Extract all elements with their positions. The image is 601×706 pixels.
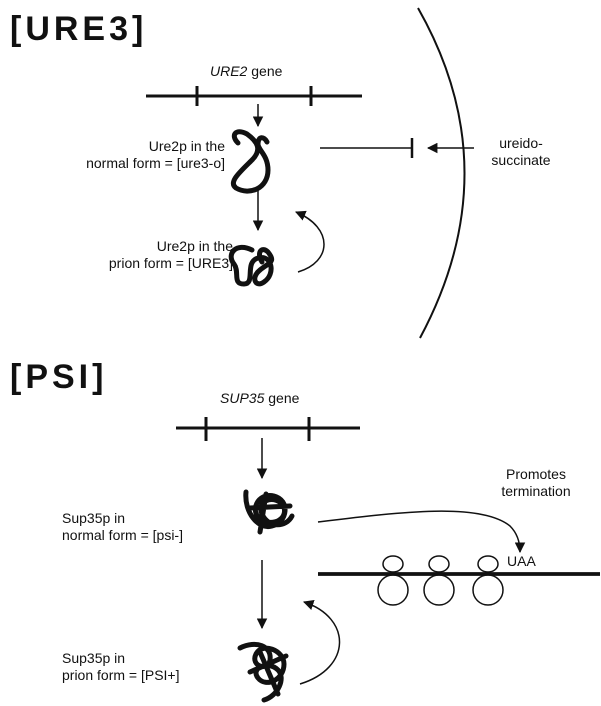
ribosome-1-large [377, 574, 409, 606]
sup35p-normal-line2: normal form = [psi-] [62, 527, 183, 543]
sup35-gene-suffix: gene [264, 390, 300, 406]
sup35p-prion-label: Sup35p in prion form = [PSI+] [62, 650, 180, 684]
ribosome-3-small [477, 555, 499, 573]
ribosomes [377, 555, 504, 606]
ureidosuccinate-line1: ureido- [499, 135, 543, 151]
sup35-gene-bar [176, 417, 360, 441]
ure2-gene-bar [146, 86, 362, 106]
ure2-gene-name: URE2 [210, 63, 248, 79]
ure3-conversion-curved-arrow [295, 210, 325, 273]
ure2p-normal-squiggle [230, 129, 271, 194]
ure2p-normal-line1: Ure2p in the [148, 138, 225, 154]
ure2p-normal-label: Ure2p in the normal form = [ure3-o] [86, 138, 225, 172]
promotes-termination-arrow [317, 510, 526, 554]
sup35p-prion-tangle [237, 642, 289, 703]
ure2p-prion-line2: prion form = [URE3] [108, 255, 233, 271]
ure2p-prion-line1: Ure2p in the [156, 238, 233, 254]
ureidosuccinate-label: ureido- succinate [476, 135, 566, 169]
psi-conversion-curved-arrow [299, 600, 341, 685]
sup35p-prion-line2: prion form = [PSI+] [62, 667, 180, 683]
ure3-title: [URE3] [10, 10, 148, 48]
sup35p-normal-line1: Sup35p in [62, 510, 126, 526]
ribosome-2-small [428, 555, 450, 573]
ure2p-normal-line2: normal form = [ure3-o] [86, 155, 225, 171]
sup35p-prion-line1: Sup35p in [62, 650, 126, 666]
ure2-gene-suffix: gene [247, 63, 283, 79]
promotes-line1: Promotes [506, 466, 566, 482]
cell-membrane [417, 7, 466, 339]
ure2p-prion-label: Ure2p in the prion form = [URE3] [109, 238, 233, 272]
ure2-gene-label: URE2 gene [210, 63, 282, 80]
ureidosuccinate-inhibition [320, 138, 414, 158]
sup35-gene-name: SUP35 [220, 390, 265, 406]
sup35p-normal-label: Sup35p in normal form = [psi-] [62, 510, 183, 544]
ureidosuccinate-line2: succinate [491, 152, 551, 168]
promotes-line2: termination [501, 483, 571, 499]
ribosome-2-large [423, 574, 455, 606]
uaa-stop-codon-label: UAA [507, 553, 536, 569]
promotes-termination-label: Promotes termination [486, 466, 586, 500]
sup35-gene-label: SUP35 gene [220, 390, 299, 407]
psi-title: [PSI] [10, 358, 108, 396]
ribosome-1-small [382, 555, 404, 573]
sup35p-normal-tangle [243, 489, 295, 535]
ribosome-3-large [472, 574, 504, 606]
ure2p-prion-squiggle [228, 244, 275, 287]
